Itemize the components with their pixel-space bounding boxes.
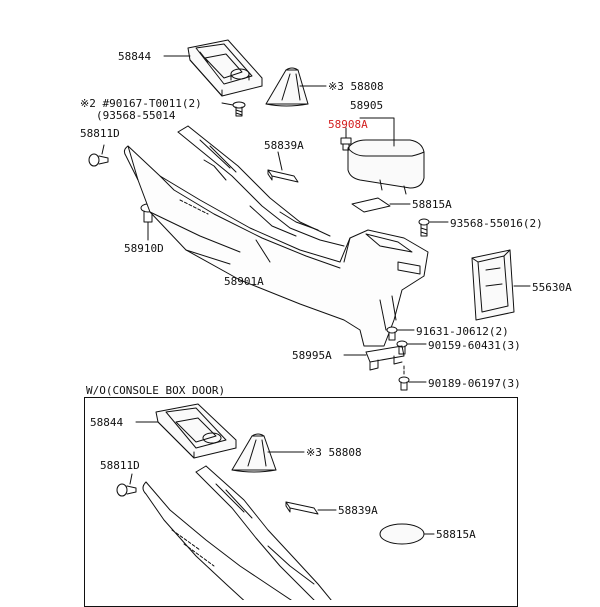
label-58844-bottom: 58844 <box>90 416 124 429</box>
screw-91631 <box>386 326 398 341</box>
label-58811d-bottom: 58811D <box>100 459 140 472</box>
label-58815a-top: 58815A <box>412 198 452 211</box>
label-93568-55016: 93568-55016(2) <box>450 217 543 230</box>
pad-58815a-top <box>351 197 391 213</box>
label-58905: 58905 <box>350 99 384 112</box>
clip-58811d-bottom <box>116 483 137 497</box>
label-90167: ※2 #90167-T0011(2) <box>80 97 202 110</box>
shift-boot-top <box>265 67 309 107</box>
bracket-55630a <box>471 249 515 321</box>
panel-58839a-top <box>267 169 299 183</box>
label-90189: 90189-06197(3) <box>428 377 521 390</box>
label-58815a-bottom: 58815A <box>436 528 476 541</box>
label-58844-top: 58844 <box>118 50 152 63</box>
label-58995a: 58995A <box>292 349 332 362</box>
section-title: W/O(CONSOLE BOX DOOR) <box>86 384 226 397</box>
label-58811d-top: 58811D <box>80 127 120 140</box>
shift-boot-bottom <box>231 433 277 473</box>
clip-58811d-top <box>88 153 109 167</box>
panel-58839a-bottom <box>285 501 319 515</box>
label-58808-bottom: ※3 58808 <box>306 446 362 459</box>
label-91631: 91631-J0612(2) <box>416 325 509 338</box>
console-body-bottom <box>142 465 332 600</box>
label-58808-top: ※3 58808 <box>328 80 384 93</box>
screw-90167 <box>232 101 246 117</box>
label-55630a: 55630A <box>532 281 572 294</box>
label-58910d: 58910D <box>124 242 164 255</box>
label-93568-55014: (93568-55014 <box>96 109 176 122</box>
console-body-top <box>123 125 429 347</box>
screw-90189 <box>398 376 410 391</box>
bracket-58995a <box>365 345 405 371</box>
cup-holder-tray-top <box>187 39 263 97</box>
bolt-93568-55016 <box>418 218 430 237</box>
label-58901a: 58901A <box>224 275 264 288</box>
armrest-lid <box>347 139 425 195</box>
label-58839a-bottom: 58839A <box>338 504 378 517</box>
label-58908a: 58908A <box>328 118 368 131</box>
label-58839a-top: 58839A <box>264 139 304 152</box>
label-90159: 90159-60431(3) <box>428 339 521 352</box>
section-frame <box>84 397 518 607</box>
clip-58908a <box>340 137 352 151</box>
cup-holder-tray-bottom <box>155 403 237 459</box>
